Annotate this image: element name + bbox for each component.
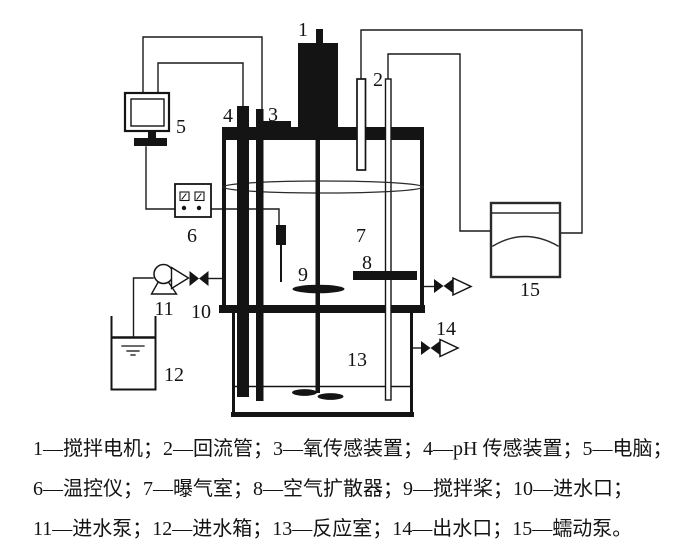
return-line-outer [360, 29, 583, 234]
part-label-5: 5 [176, 116, 186, 138]
air-diffuser [353, 271, 417, 280]
outlet-valve-14 [412, 338, 460, 358]
part-label-8: 8 [362, 252, 372, 274]
part-label-15: 15 [520, 279, 540, 301]
oxygen-sensor-cable [142, 36, 263, 113]
part-label-3: 3 [268, 104, 278, 126]
apparatus-diagram [110, 29, 583, 417]
sensor-tube [356, 78, 367, 171]
inlet-pump [150, 263, 190, 295]
computer-monitor [123, 91, 171, 146]
part-label-6: 6 [187, 225, 197, 247]
return-pipe [384, 78, 392, 401]
computer-controller-cable [145, 146, 182, 210]
upper-outlet-valve [423, 276, 473, 297]
part-label-7: 7 [356, 225, 366, 247]
stirrer-shaft [315, 135, 320, 393]
stirrer-motor [298, 29, 338, 135]
part-label-11: 11 [154, 298, 174, 320]
figure-caption: 1—搅拌电机；2—回流管；3—氧传感装置；4—pH 传感装置；5—电脑； 6—温… [33, 429, 673, 549]
liquid-surface [222, 180, 424, 194]
part-label-13: 13 [347, 349, 367, 371]
oxygen-sensor-probe [256, 109, 264, 401]
part-label-9: 9 [298, 264, 308, 286]
part-label-2: 2 [373, 69, 383, 91]
part-label-14: 14 [436, 318, 456, 340]
reactor-vessel [219, 121, 425, 313]
temperature-controller [174, 183, 212, 218]
caption-line-3: 11—进水泵；12—进水箱；13—反应室；14—出水口；15—蠕动泵。 [33, 518, 633, 540]
caption-line-2: 6—温控仪；7—曝气室；8—空气扩散器；9—搅拌桨；10—进水口； [33, 478, 633, 500]
part-label-4: 4 [223, 105, 233, 127]
caption-line-1: 1—搅拌电机；2—回流管；3—氧传感装置；4—pH 传感装置；5—电脑； [33, 438, 673, 460]
part-label-10: 10 [191, 301, 211, 323]
part-label-12: 12 [164, 364, 184, 386]
temperature-probe [276, 225, 286, 282]
ph-sensor-probe [237, 106, 249, 397]
inlet-pipe [132, 277, 154, 338]
return-line-inner [387, 53, 492, 232]
ph-sensor-cable [157, 62, 244, 108]
stirrer-impeller-bottom [292, 389, 344, 400]
inlet-valve [189, 271, 223, 286]
peristaltic-pump [489, 201, 562, 279]
stirrer-impeller-top [292, 284, 345, 294]
part-label-1: 1 [298, 19, 308, 41]
